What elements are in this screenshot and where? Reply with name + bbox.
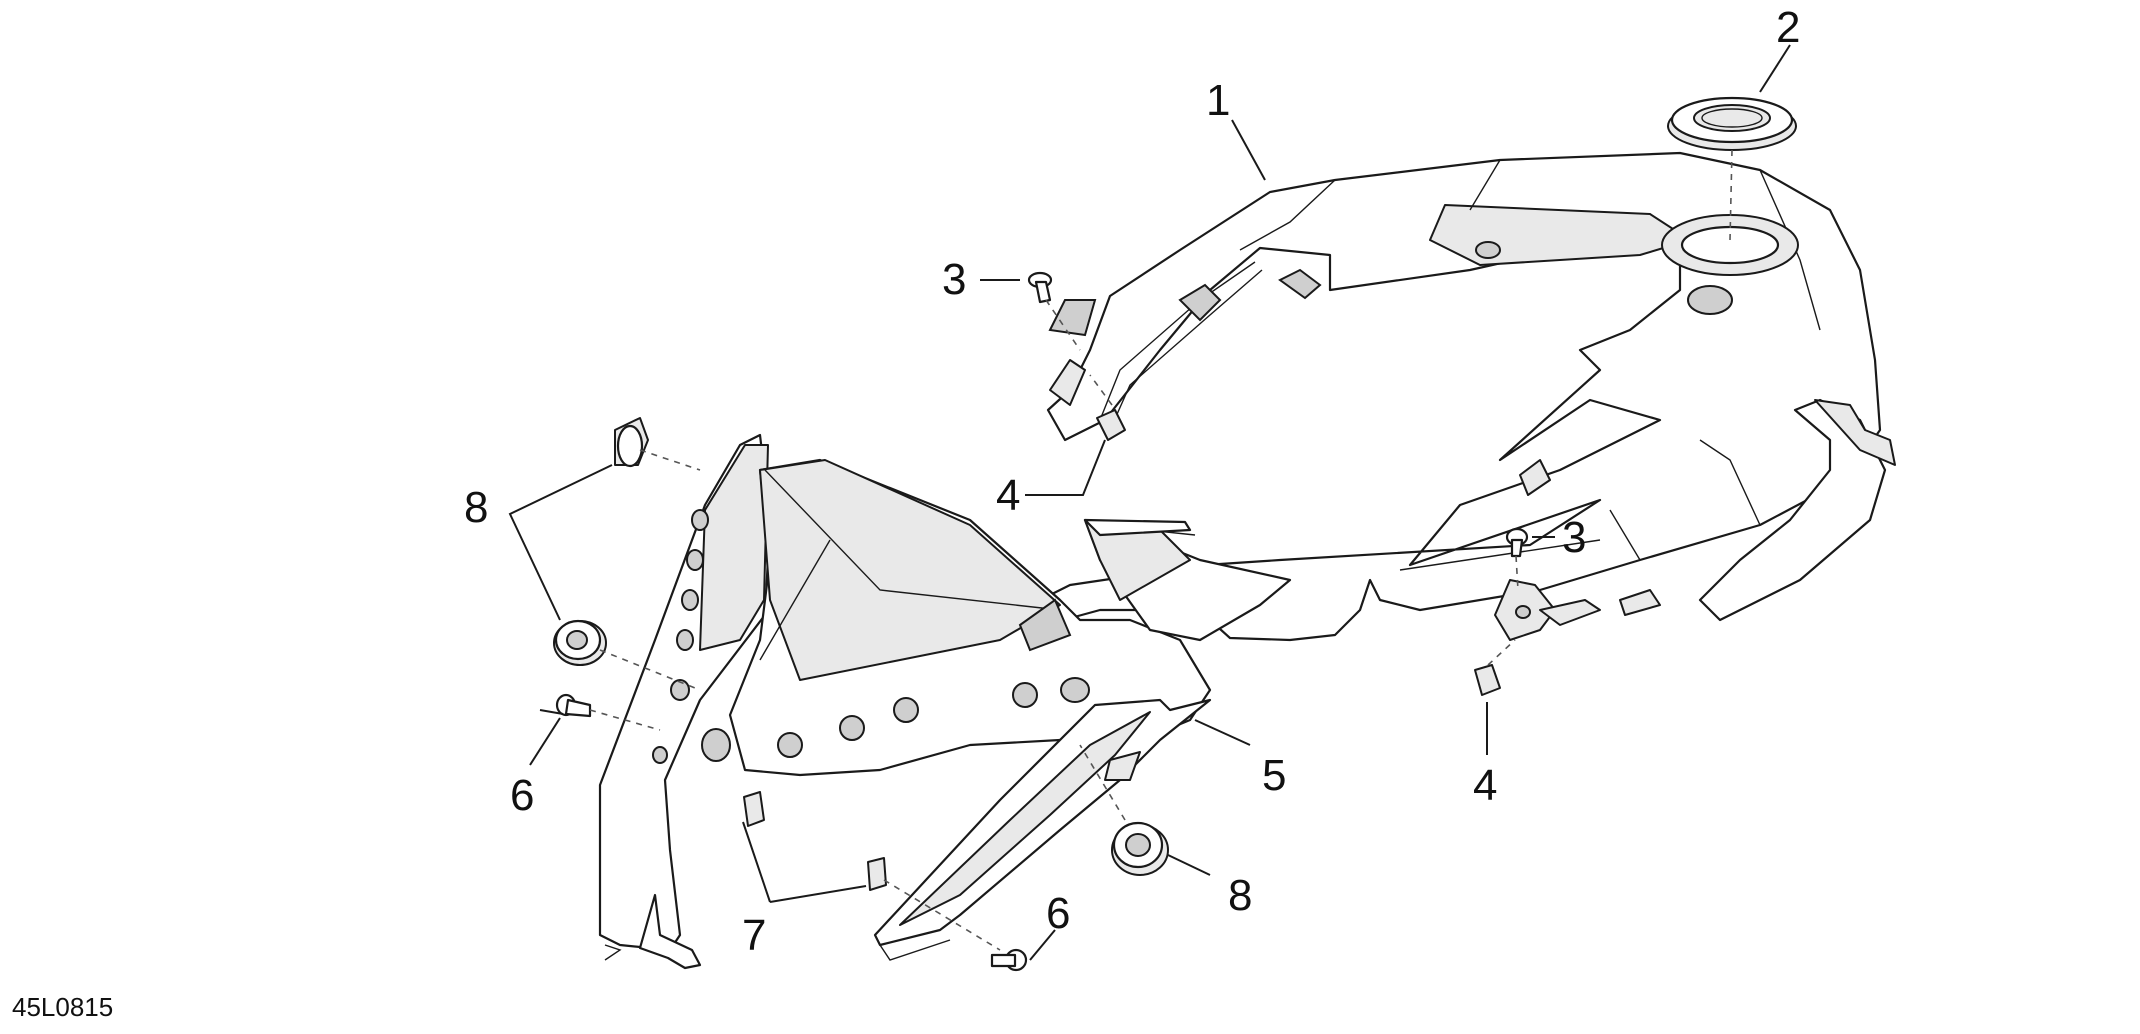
callout-7: 7 xyxy=(742,911,766,960)
callout-8-right: 8 xyxy=(1228,871,1252,920)
callout-1: 1 xyxy=(1206,76,1230,125)
callout-5: 5 xyxy=(1262,751,1286,800)
callout-2: 2 xyxy=(1776,3,1800,52)
callout-3-upper: 3 xyxy=(942,255,966,304)
filler-ring-part-2 xyxy=(1667,96,1797,241)
leader-lines xyxy=(508,44,1791,961)
screw-part-6-left xyxy=(555,693,592,718)
tank-cover-part-1 xyxy=(1038,151,1896,642)
grommet-part-8-bottom xyxy=(1111,821,1169,876)
callouts: 1 2 3 3 4 4 5 6 6 7 8 8 xyxy=(464,3,1800,960)
front-side-panel-part-5 xyxy=(598,433,1292,970)
grommet-part-8-middle xyxy=(553,619,607,666)
callout-4-upper: 4 xyxy=(996,471,1020,520)
callout-6-left: 6 xyxy=(510,771,534,820)
callout-3-lower: 3 xyxy=(1562,513,1586,562)
callout-6-right: 6 xyxy=(1046,889,1070,938)
screw-part-3-upper xyxy=(1027,271,1053,304)
callout-8-left: 8 xyxy=(464,483,488,532)
screw-part-3-lower xyxy=(1505,527,1529,558)
grommet-part-8-top xyxy=(614,417,649,468)
figure-code: 45L0815 xyxy=(12,992,113,1022)
screw-part-6-right xyxy=(990,948,1028,972)
callout-4-lower: 4 xyxy=(1473,761,1497,810)
hardware xyxy=(553,271,1529,972)
